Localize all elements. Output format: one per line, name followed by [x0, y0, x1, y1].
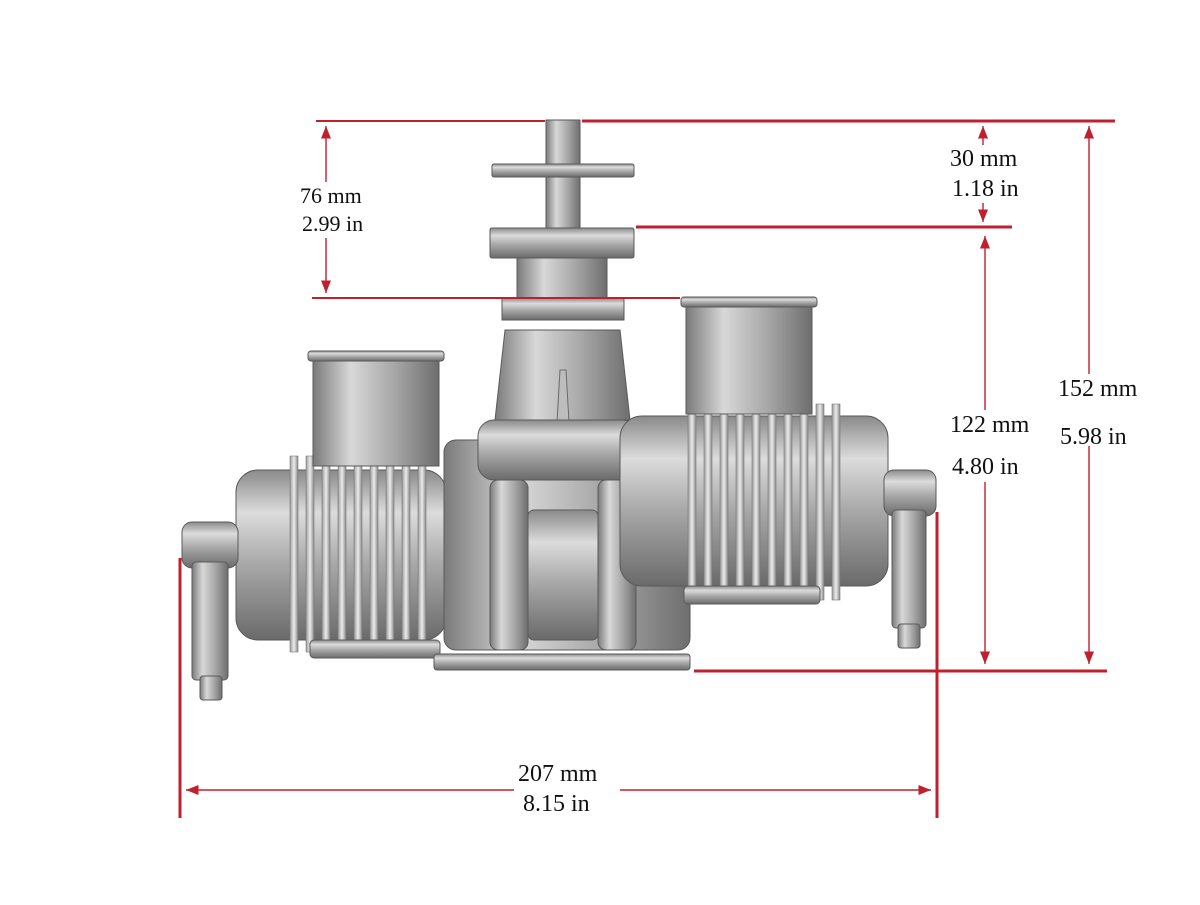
- right-cylinder-base: [683, 585, 821, 605]
- label-shaft-height-in: 1.18 in: [952, 176, 1019, 202]
- right-spark-plug-tip: [897, 623, 921, 649]
- mounting-plate: [433, 653, 691, 671]
- engine-illustration: [181, 119, 937, 701]
- right-intake-rim: [680, 296, 818, 308]
- label-body-height-mm: 122 mm: [950, 412, 1030, 438]
- prop-washer: [491, 163, 635, 178]
- label-prop-hub-height-in: 2.99 in: [302, 211, 364, 236]
- label-prop-hub-height-mm: 76 mm: [300, 183, 362, 208]
- right-spark-plug: [891, 509, 927, 629]
- left-cylinder-base: [309, 639, 441, 659]
- left-spark-plug-arm: [181, 521, 239, 569]
- prop-hub: [489, 227, 635, 259]
- crankcase-center-block: [527, 509, 599, 641]
- label-total-width-in: 8.15 in: [523, 791, 590, 817]
- hub-ring: [501, 297, 625, 321]
- crankcase-boss-left: [489, 479, 529, 651]
- label-total-height-mm: 152 mm: [1058, 376, 1138, 402]
- label-body-height-in: 4.80 in: [952, 454, 1019, 480]
- left-spark-plug-tip: [199, 675, 223, 701]
- label-knockouts: [300, 145, 1156, 816]
- right-spark-plug-arm: [883, 469, 937, 517]
- label-total-height-in: 5.98 in: [1060, 424, 1127, 450]
- crankcase-upper: [477, 419, 639, 481]
- left-intake-stack: [312, 355, 440, 467]
- right-cylinder: [619, 403, 889, 605]
- left-spark-plug: [191, 561, 229, 681]
- left-cylinder: [235, 455, 447, 659]
- left-intake-rim: [307, 350, 445, 362]
- label-total-width-mm: 207 mm: [518, 761, 598, 787]
- label-shaft-height-mm: 30 mm: [950, 146, 1018, 172]
- hub-collar: [516, 257, 608, 299]
- right-intake-stack: [685, 301, 813, 415]
- left-cooling-fins: [289, 455, 427, 653]
